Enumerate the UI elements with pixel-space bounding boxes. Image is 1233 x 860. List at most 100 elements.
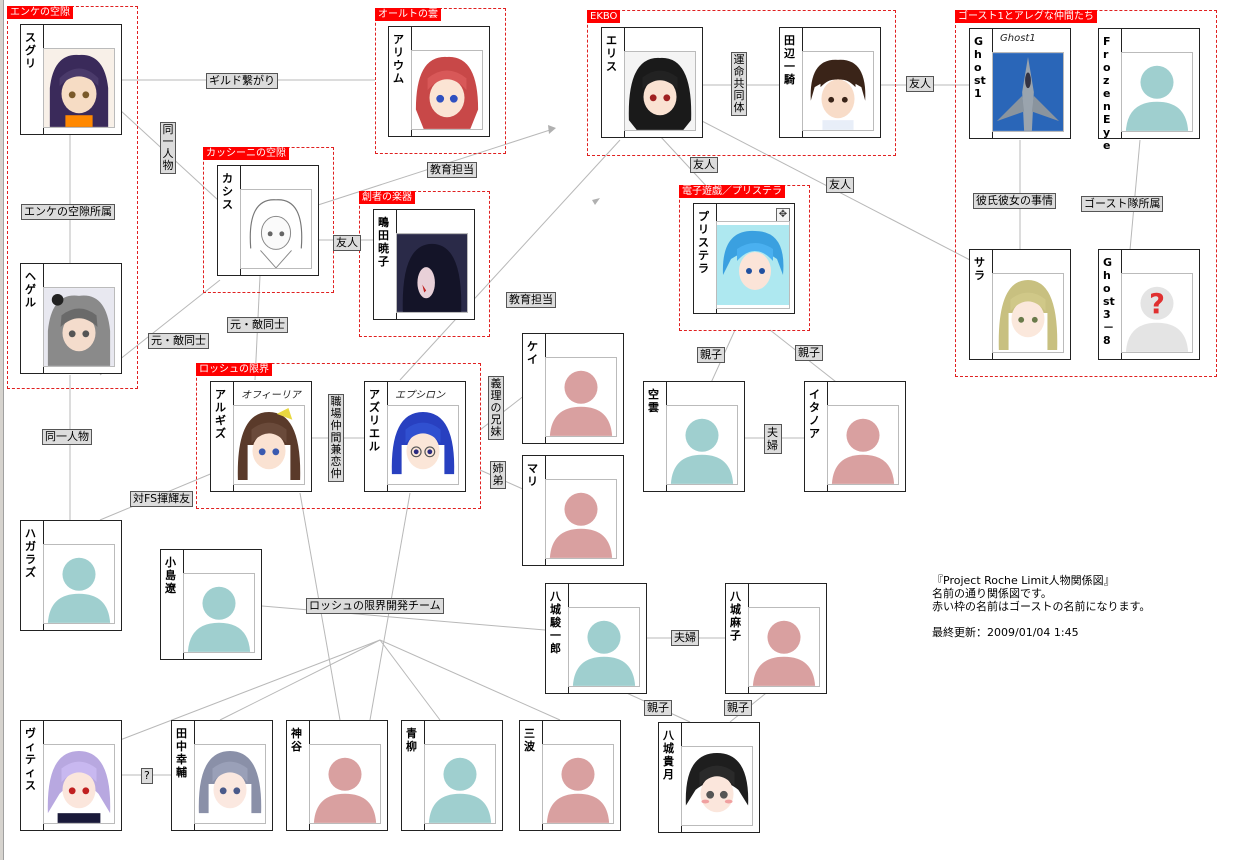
character-card-kojima[interactable]: 小島遼 bbox=[160, 549, 262, 660]
portrait-anime-black bbox=[624, 51, 696, 131]
character-card-minami[interactable]: 三波 bbox=[519, 720, 621, 831]
character-card-tanabe[interactable]: 田辺 一騎 bbox=[779, 27, 881, 138]
portrait-anime-purple bbox=[43, 48, 115, 128]
character-card-arium[interactable]: アリウム bbox=[388, 26, 490, 137]
character-card-shigita[interactable]: 鴫田 暁子 bbox=[373, 209, 475, 320]
relation-label: ? bbox=[141, 768, 153, 784]
character-card-frozeneye[interactable]: FrozenEye bbox=[1098, 28, 1200, 152]
relation-label: 同一人物 bbox=[42, 429, 92, 445]
relation-label: ギルド繋がり bbox=[206, 73, 278, 89]
relation-label: 親子 bbox=[697, 347, 725, 363]
character-name: スグリ bbox=[25, 31, 36, 70]
group-label: 創者の楽器 bbox=[359, 191, 415, 204]
group-enke: エンケの空隙 bbox=[7, 6, 138, 389]
character-card-mari[interactable]: マリ bbox=[522, 455, 624, 566]
relation-label: 教育担当 bbox=[427, 162, 477, 178]
link-line bbox=[119, 639, 381, 741]
arrowhead bbox=[592, 198, 600, 205]
character-name: ハガラズ bbox=[25, 527, 36, 579]
character-card-kuuun[interactable]: 空雲 bbox=[643, 381, 745, 492]
character-name: 空雲 bbox=[648, 388, 659, 414]
character-name: アズリエル bbox=[369, 388, 380, 453]
portrait-anime-blonde bbox=[992, 273, 1064, 353]
character-name: サラ bbox=[974, 256, 985, 282]
character-name: エリス bbox=[606, 34, 617, 73]
question-mark-icon: ? bbox=[1149, 289, 1165, 320]
diagram-notes: 『Project Roche Limit人物関係図』 名前の通り関係図です。 赤… bbox=[932, 574, 1150, 639]
character-name: イタノア bbox=[809, 388, 820, 440]
character-name: 青柳 bbox=[406, 727, 417, 753]
character-name: 八城 貴月 bbox=[663, 729, 685, 781]
link-line bbox=[379, 639, 441, 721]
relation-label: 親子 bbox=[724, 700, 752, 716]
character-name: ケイ bbox=[527, 340, 538, 366]
group-label: オールトの雲 bbox=[375, 8, 441, 21]
portrait-anime-dark bbox=[396, 233, 468, 313]
arrowhead bbox=[548, 125, 556, 134]
group-label: ゴースト1とアレグな仲間たち bbox=[955, 10, 1097, 23]
relation-label-vertical: 夫婦 bbox=[764, 424, 782, 454]
move-icon[interactable]: ✥ bbox=[776, 208, 790, 222]
portrait-anime-silver bbox=[194, 744, 266, 824]
character-name: 田辺 一騎 bbox=[784, 34, 806, 86]
relation-label: 親子 bbox=[795, 345, 823, 361]
character-card-ghost1[interactable]: Ghost1 Ghost1 bbox=[969, 28, 1071, 139]
character-card-itanoa[interactable]: イタノア bbox=[804, 381, 906, 492]
relation-label-vertical: 同一人物 bbox=[160, 122, 176, 174]
notes-line: 赤い枠の名前はゴーストの名前になります。 bbox=[932, 600, 1151, 613]
character-codename: Ghost1 bbox=[1000, 33, 1036, 44]
character-name: ヘゲル bbox=[25, 270, 36, 309]
portrait-silhouette-blue bbox=[183, 573, 255, 653]
character-name: 小島遼 bbox=[165, 556, 176, 595]
character-card-sara[interactable]: サラ bbox=[969, 249, 1071, 360]
relation-label: 友人 bbox=[333, 235, 361, 251]
relation-label: 親子 bbox=[644, 700, 672, 716]
notes-updated: 最終更新：2009/01/04 1:45 bbox=[932, 626, 1079, 639]
character-card-hegel[interactable]: ヘゲル bbox=[20, 263, 122, 374]
notes-line: 名前の通り関係図です。 bbox=[932, 587, 1052, 600]
group-label: 電子遊戯／プリステラ bbox=[679, 185, 785, 198]
relation-label: 教育担当 bbox=[506, 292, 556, 308]
character-name: 八城 麻子 bbox=[730, 590, 752, 642]
character-name: Ghost1 bbox=[974, 35, 986, 100]
portrait-jet bbox=[992, 52, 1064, 132]
link-line bbox=[659, 135, 711, 191]
link-line bbox=[1129, 139, 1141, 251]
relation-label: 友人 bbox=[906, 76, 934, 92]
character-card-aoyagi[interactable]: 青柳 bbox=[401, 720, 503, 831]
character-card-pristella[interactable]: プリステラ ✥ bbox=[693, 203, 795, 314]
character-card-hagalaz[interactable]: ハガラズ bbox=[20, 520, 122, 631]
character-card-vitis[interactable]: ヴィティス bbox=[20, 720, 122, 831]
portrait-question: ? bbox=[1121, 273, 1193, 353]
character-card-tanaka[interactable]: 田中 幸輔 bbox=[171, 720, 273, 831]
window-left-border bbox=[0, 0, 4, 860]
character-card-kei[interactable]: ケイ bbox=[522, 333, 624, 444]
relation-label: 友人 bbox=[690, 157, 718, 173]
character-card-yashiro-kizuki[interactable]: 八城 貴月 bbox=[658, 722, 760, 833]
character-name: FrozenEye bbox=[1103, 35, 1111, 152]
portrait-anime-blue bbox=[716, 221, 790, 309]
portrait-silhouette-pink bbox=[748, 607, 820, 687]
relation-label: 元・敵同士 bbox=[227, 317, 288, 333]
character-card-algiz[interactable]: アルギズ オフィーリア bbox=[210, 381, 312, 492]
link-line bbox=[379, 639, 561, 721]
portrait-silhouette-blue bbox=[43, 544, 115, 624]
portrait-silhouette-blue bbox=[666, 405, 738, 485]
character-card-kamiya[interactable]: 神谷 bbox=[286, 720, 388, 831]
character-card-ghost318[interactable]: Ghost 3－8 ? bbox=[1098, 249, 1200, 360]
character-card-yashiro-asako[interactable]: 八城 麻子 bbox=[725, 583, 827, 694]
group-label: ロッシュの限界 bbox=[196, 363, 272, 376]
portrait-silhouette-blue bbox=[1121, 52, 1193, 132]
portrait-anime-sketch bbox=[240, 189, 312, 269]
character-card-yashiro-shunichiro[interactable]: 八城 駿一郎 bbox=[545, 583, 647, 694]
character-card-kasis[interactable]: カシス bbox=[217, 165, 319, 276]
portrait-silhouette-pink bbox=[309, 744, 381, 824]
group-pristella: 電子遊戯／プリステラ bbox=[679, 185, 810, 331]
character-name: マリ bbox=[527, 462, 538, 488]
portrait-silhouette-pink bbox=[542, 744, 614, 824]
character-card-suguri[interactable]: スグリ bbox=[20, 24, 122, 135]
character-card-eris[interactable]: エリス bbox=[601, 27, 703, 138]
character-card-azrael[interactable]: アズリエル エプシロン bbox=[364, 381, 466, 492]
character-codename: エプシロン bbox=[395, 390, 445, 401]
group-roche: ロッシュの限界 bbox=[196, 363, 481, 509]
